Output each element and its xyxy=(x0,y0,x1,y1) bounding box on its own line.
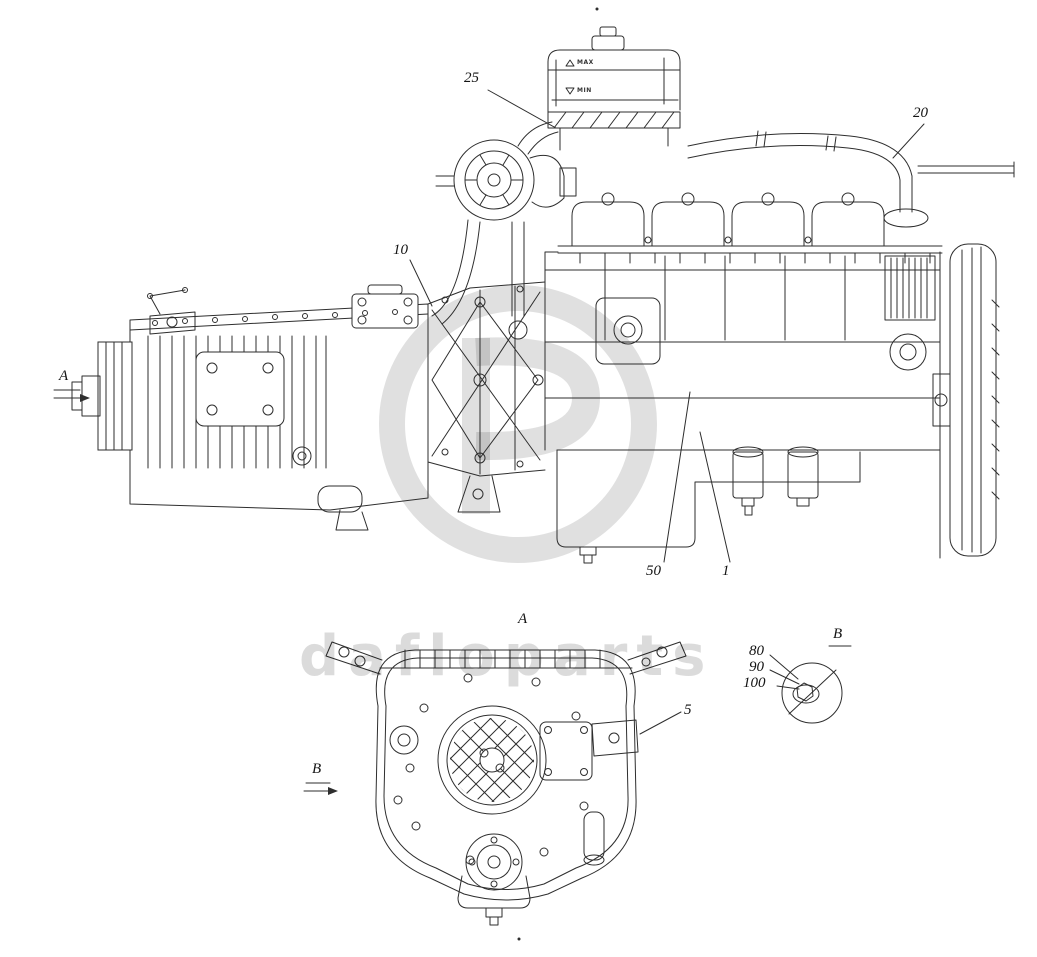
callout-90: 90 xyxy=(749,659,764,675)
callout-20: 20 xyxy=(913,105,928,121)
tank-min-label: MIN xyxy=(577,87,592,94)
callout-leader-lines xyxy=(409,89,925,735)
callout-80: 80 xyxy=(749,643,764,659)
callout-1: 1 xyxy=(722,563,730,579)
detail-view-drawing xyxy=(769,645,852,724)
callout-10: 10 xyxy=(393,242,408,258)
side-view-drawing xyxy=(71,26,1015,564)
view-label-b-arrow: B xyxy=(312,761,322,777)
callout-25: 25 xyxy=(464,70,479,86)
tank-max-label: MAX xyxy=(577,59,594,66)
view-label-b-detail: B xyxy=(833,626,843,642)
view-direction-arrows xyxy=(53,7,599,941)
callout-100: 100 xyxy=(743,675,766,691)
watermark-text: dafloparts xyxy=(299,624,715,689)
view-label-a-bottom: A xyxy=(518,611,528,627)
callout-5: 5 xyxy=(684,702,692,718)
callout-50: 50 xyxy=(646,563,661,579)
watermark-logo-icon xyxy=(379,285,657,563)
bottom-view-drawing xyxy=(325,641,687,926)
view-label-a-arrow: A xyxy=(59,368,69,384)
